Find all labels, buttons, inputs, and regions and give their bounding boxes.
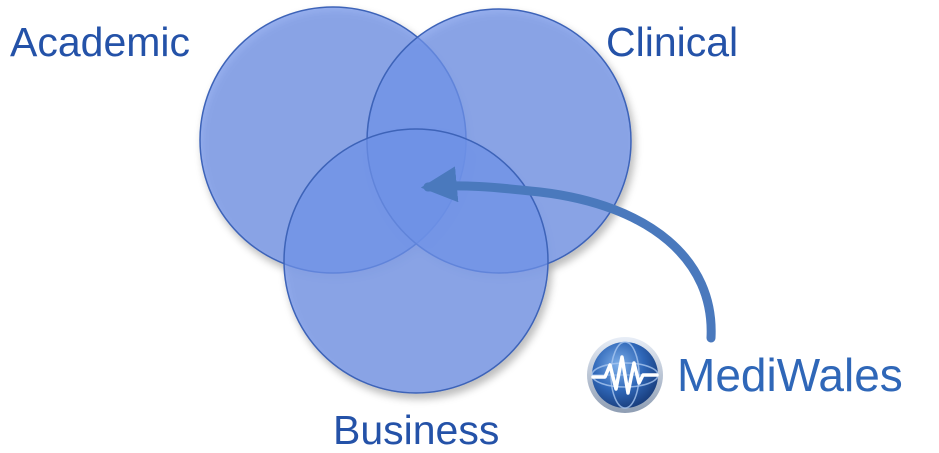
venn-label-academic: Academic — [10, 19, 191, 65]
arrow-logo-to-center — [420, 166, 716, 343]
venn-label-clinical: Clinical — [606, 19, 739, 65]
venn-label-business: Business — [333, 407, 500, 453]
waveform-globe-icon — [587, 337, 663, 413]
mediwales-logo: MediWales — [585, 332, 903, 418]
venn-circle-business — [283, 128, 549, 394]
logo-text: MediWales — [677, 349, 903, 401]
